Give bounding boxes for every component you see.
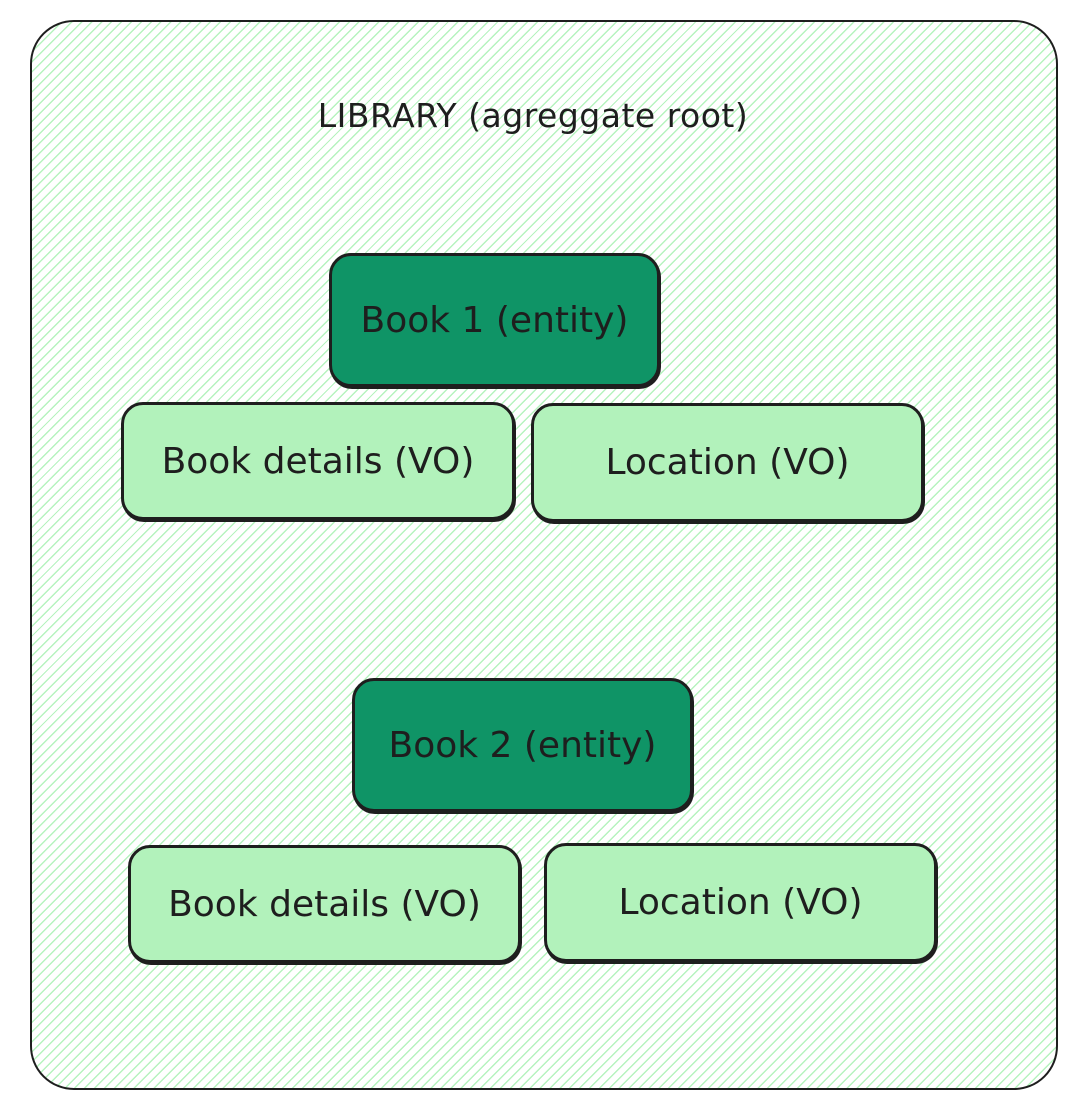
value-object-book-details-1: Book details (VO) <box>121 402 515 520</box>
aggregate-root-title: LIBRARY (agreggate root) <box>317 96 749 135</box>
value-object-book-details-2: Book details (VO) <box>128 845 521 963</box>
value-object-location-1: Location (VO) <box>531 403 924 522</box>
value-object-location-2: Location (VO) <box>544 843 937 962</box>
entity-node-book-2: Book 2 (entity) <box>352 678 693 812</box>
entity-node-book-1: Book 1 (entity) <box>329 253 660 387</box>
